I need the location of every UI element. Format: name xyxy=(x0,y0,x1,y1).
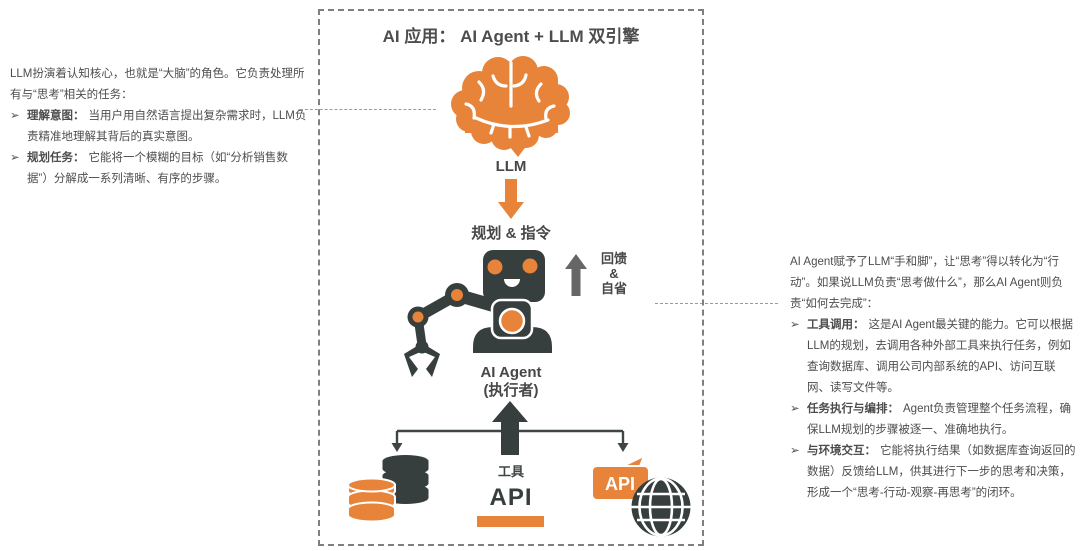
agent-bullet-tool-call: ➢ 工具调用：这是AI Agent最关键的能力。它可以根据LLM的规划，去调用各种… xyxy=(790,315,1078,399)
robot-icon xyxy=(404,250,552,377)
globe-icon xyxy=(631,477,691,537)
diagram-frame: AI 应用： AI Agent + LLM 双引擎 xyxy=(318,9,704,546)
left-callout-line xyxy=(300,109,436,110)
bullet-text: 它能将执行结果（如数据库查询返回的数据）反馈给LLM，供其进行下一步的思考和决策… xyxy=(807,445,1076,499)
arrowhead-bullet-icon: ➢ xyxy=(10,110,20,122)
agent-bullet-orchestration: ➢ 任务执行与编排：Agent负责管理整个任务流程，确保LLM规划的步骤被逐一、准… xyxy=(790,399,1078,441)
agent-bullet-environment: ➢ 与环境交互：它能将执行结果（如数据库查询返回的数据）反馈给LLM，供其进行下一… xyxy=(790,441,1078,504)
llm-annotation-intro: LLM扮演着认知核心，也就是“大脑”的角色。它负责处理所有与“思考”相关的任务： xyxy=(10,68,305,101)
feedback-line: 自省 xyxy=(600,281,627,296)
llm-annotation-panel: LLM扮演着认知核心，也就是“大脑”的角色。它负责处理所有与“思考”相关的任务：… xyxy=(10,64,308,190)
llm-bullet-plan-task: ➢ 规划任务：它能将一个模糊的目标（如“分析销售数据”）分解成一系列清晰、有序的步… xyxy=(10,148,308,190)
arrowhead-bullet-icon: ➢ xyxy=(790,445,800,457)
llm-label: LLM xyxy=(495,158,527,175)
bullet-text: 当用户用自然语言提出复杂需求时，LLM负责精准地理解其背后的真实意图。 xyxy=(27,110,307,143)
tools-up-arrow-icon xyxy=(492,401,528,455)
bullet-label: 任务执行与编排： xyxy=(807,403,899,415)
bullet-text: 这是AI Agent最关键的能力。它可以根据LLM的规划，去调用各种外部工具来执… xyxy=(807,319,1073,394)
agent-annotation-intro: AI Agent赋予了LLM“手和脚”，让“思考”得以转化为“行动”。如果说LL… xyxy=(790,256,1063,310)
arrowhead-bullet-icon: ➢ xyxy=(790,319,800,331)
diagram-title: AI 应用： AI Agent + LLM 双引擎 xyxy=(382,27,640,46)
feedback-up-arrow-icon xyxy=(565,254,587,296)
plan-instruction-label: 规划 & 指令 xyxy=(471,225,551,242)
plan-down-arrow-icon xyxy=(498,179,524,219)
api-label: API xyxy=(489,484,533,511)
agent-name: AI Agent xyxy=(480,364,542,381)
api-underline-bar xyxy=(477,516,544,527)
arrowhead-bullet-icon: ➢ xyxy=(10,152,20,164)
agent-role: (执行者) xyxy=(483,382,539,399)
api-badge-text: API xyxy=(605,474,635,494)
arrowhead-bullet-icon: ➢ xyxy=(790,403,800,415)
right-callout-line xyxy=(655,303,778,304)
llm-bullet-understand-intent: ➢ 理解意图：当用户用自然语言提出复杂需求时，LLM负责精准地理解其背后的真实意图… xyxy=(10,106,308,148)
feedback-line: & xyxy=(609,266,619,281)
bullet-text: 它能将一个模糊的目标（如“分析销售数据”）分解成一系列清晰、有序的步骤。 xyxy=(27,152,288,185)
bullet-label: 理解意图： xyxy=(27,110,85,122)
agent-annotation-panel: AI Agent赋予了LLM“手和脚”，让“思考”得以转化为“行动”。如果说LL… xyxy=(790,252,1078,504)
agent-label: AI Agent (执行者) xyxy=(318,364,704,400)
api-speech-bubble-icon: API xyxy=(591,454,650,501)
bullet-label: 工具调用： xyxy=(807,319,865,331)
feedback-line: 回馈 xyxy=(600,251,627,266)
brain-icon xyxy=(451,56,570,157)
feedback-label: 回馈 & 自省 xyxy=(592,251,636,296)
database-stack-icon xyxy=(347,455,429,523)
bullet-label: 与环境交互： xyxy=(807,445,876,457)
tools-branch-connector xyxy=(391,401,629,455)
tools-label: 工具 xyxy=(497,464,524,479)
bullet-text: Agent负责管理整个任务流程，确保LLM规划的步骤被逐一、准确地执行。 xyxy=(807,403,1072,436)
bullet-label: 规划任务： xyxy=(27,152,85,164)
